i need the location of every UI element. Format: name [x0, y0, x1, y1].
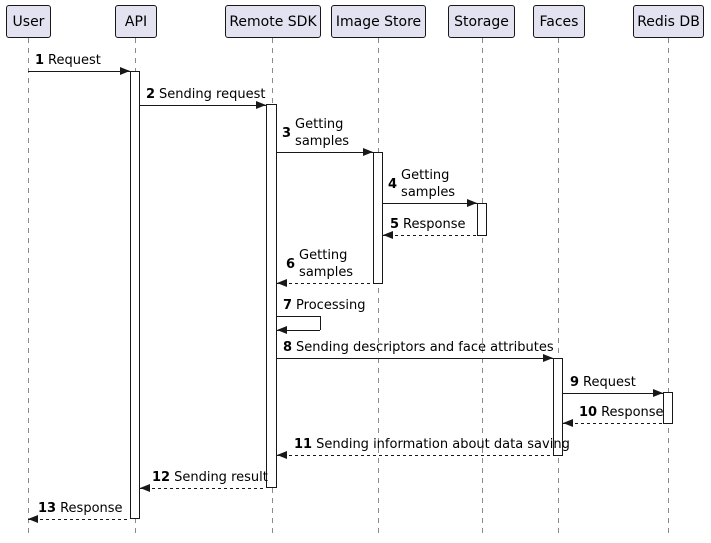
message-arrowhead-8 [543, 354, 553, 362]
activation-storage [477, 203, 487, 236]
participant-label: Redis DB [637, 13, 700, 30]
message-line-6 [277, 283, 373, 284]
message-arrowhead-5 [383, 231, 393, 239]
message-line-9 [563, 393, 663, 394]
activation-faces [553, 358, 563, 456]
message-text: Response [601, 405, 664, 420]
message-number: 12 [152, 470, 171, 485]
lifeline-redis-db [668, 38, 669, 535]
participant-label: Image Store [335, 13, 422, 30]
message-number: 7 [283, 298, 293, 313]
message-line-12 [140, 488, 266, 489]
participant-box-remote-sdk: Remote SDK [225, 5, 321, 38]
activation-remote-sdk [266, 104, 277, 488]
message-text: Getting samples [299, 248, 354, 280]
message-text: Response [60, 501, 123, 516]
lifeline-image-store [378, 38, 379, 535]
message-line-5 [383, 235, 477, 236]
participant-label: Faces [539, 13, 579, 30]
participant-label: Remote SDK [229, 13, 317, 30]
message-number: 5 [390, 217, 400, 232]
lifeline-faces [558, 38, 559, 535]
message-arrowhead-10 [563, 419, 573, 427]
message-number: 11 [294, 437, 313, 452]
message-number: 10 [579, 405, 598, 420]
message-line-7 [277, 316, 320, 317]
message-arrowhead-4 [467, 199, 477, 207]
message-text: Processing [296, 298, 366, 313]
lifeline-storage [482, 38, 483, 535]
message-number: 2 [146, 87, 156, 102]
message-arrowhead-2 [256, 101, 266, 109]
participant-box-redis-db: Redis DB [633, 5, 704, 38]
participant-label: User [12, 13, 45, 30]
message-number: 9 [570, 375, 580, 390]
message-arrowhead-7 [277, 326, 287, 334]
message-arrowhead-6 [277, 279, 287, 287]
message-text: Sending information about data saving [316, 437, 570, 452]
message-text: Sending result [174, 470, 268, 485]
lifeline-user [28, 38, 29, 535]
participant-box-api: API [115, 5, 157, 38]
activation-redis-db [663, 392, 673, 424]
message-number: 13 [38, 501, 57, 516]
message-line-2 [140, 105, 266, 106]
message-number: 1 [35, 53, 45, 68]
message-text: Sending descriptors and face attributes [296, 340, 554, 355]
message-line-11 [277, 455, 553, 456]
message-line-8 [277, 358, 553, 359]
message-arrowhead-3 [363, 148, 373, 156]
message-arrowhead-11 [277, 451, 287, 459]
message-text: Request [583, 375, 636, 390]
message-line-7-b [277, 330, 320, 331]
message-arrowhead-12 [140, 484, 150, 492]
message-arrowhead-1 [120, 67, 130, 75]
message-text: Getting samples [295, 117, 350, 149]
message-number: 3 [282, 125, 292, 141]
message-arrowhead-9 [653, 389, 663, 397]
participant-label: API [124, 13, 148, 30]
participant-box-image-store: Image Store [331, 5, 426, 38]
message-text: Request [48, 53, 101, 68]
participant-box-faces: Faces [533, 5, 585, 38]
message-arrowhead-13 [28, 515, 38, 523]
message-line-1 [28, 71, 130, 72]
message-line-7-v [320, 316, 321, 330]
message-number: 8 [283, 340, 293, 355]
message-line-10 [563, 423, 663, 424]
message-line-4 [383, 203, 477, 204]
message-text: Sending request [159, 87, 266, 102]
message-text: Response [403, 217, 466, 232]
message-number: 6 [286, 256, 296, 272]
participant-box-storage: Storage [448, 5, 515, 38]
message-text: Getting samples [401, 168, 456, 200]
message-number: 4 [388, 176, 398, 192]
participant-label: Storage [454, 13, 509, 30]
message-line-13 [28, 519, 130, 520]
activation-image-store [373, 152, 383, 284]
activation-api [130, 71, 140, 519]
message-line-3 [277, 152, 373, 153]
participant-box-user: User [6, 5, 51, 38]
